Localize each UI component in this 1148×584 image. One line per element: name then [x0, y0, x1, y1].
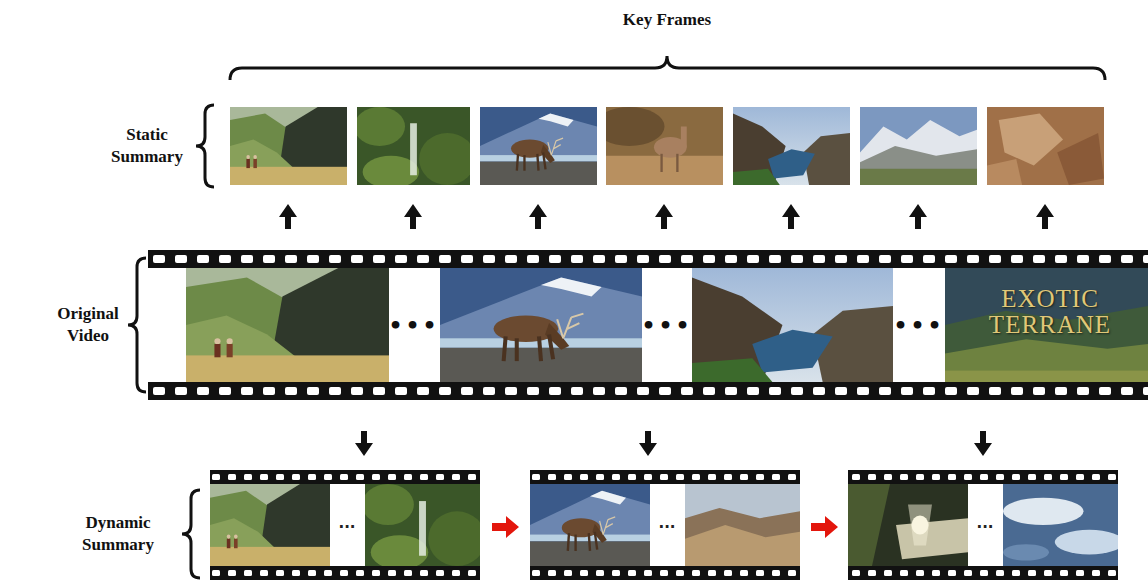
illustration-part — [480, 107, 597, 185]
illustration-part — [860, 107, 977, 185]
illustration-part — [530, 470, 800, 484]
original-film-strip — [148, 250, 1148, 400]
illustration-part — [148, 382, 1148, 400]
illustration-part — [148, 250, 1148, 268]
left-brace — [128, 258, 146, 392]
illustration-part — [594, 107, 723, 185]
illustration-part — [210, 484, 330, 566]
illustration-part — [210, 566, 480, 580]
illustration-part — [148, 268, 1148, 382]
illustration-part — [811, 516, 838, 538]
ellipsis-mark: ••• — [641, 313, 692, 338]
illustration-part — [210, 470, 480, 484]
illustration-part — [848, 470, 1118, 484]
illustration-part — [782, 204, 800, 229]
illustration-part — [440, 268, 642, 382]
ellipsis-mark: ... — [658, 514, 675, 532]
illustration-part — [355, 431, 373, 456]
illustration-part — [530, 484, 800, 566]
up-arrows — [279, 204, 1054, 229]
illustration-part — [692, 268, 893, 382]
illustration-part — [529, 204, 547, 229]
illustration-part — [354, 107, 475, 188]
row-label: Original Video — [42, 303, 134, 347]
illustration-part — [362, 484, 486, 569]
ellipsis-mark: ... — [976, 514, 993, 532]
illustration-part — [848, 566, 1118, 580]
illustration-part — [530, 566, 800, 580]
ellipsis-mark: ••• — [893, 313, 944, 338]
illustration-part — [987, 107, 1104, 185]
illustration-part — [492, 516, 519, 538]
illustration-part — [909, 204, 927, 229]
row-label: Static Summary — [97, 124, 197, 168]
illustration-part — [230, 107, 347, 185]
illustration-part — [1003, 484, 1124, 566]
diagram-heading: Key Frames — [567, 9, 767, 31]
illustration-part — [848, 484, 968, 566]
left-brace — [182, 490, 200, 578]
title-card-text: EXOTIC TERRANE — [965, 286, 1135, 339]
illustration-part — [655, 204, 673, 229]
ellipsis-mark: ... — [338, 514, 355, 532]
key-frames-bracket — [230, 56, 1105, 80]
illustration-part — [639, 431, 657, 456]
illustration-part — [186, 268, 389, 382]
static-thumbnails — [230, 107, 1104, 188]
ellipsis-mark: ••• — [388, 313, 439, 338]
left-brace — [196, 105, 214, 187]
illustration-part — [530, 484, 650, 566]
illustration-part — [685, 484, 800, 566]
illustration-part — [945, 268, 1148, 382]
down-arrows — [355, 431, 992, 456]
illustration-part — [279, 204, 297, 229]
illustration-part — [404, 204, 422, 229]
illustration-part — [733, 107, 850, 185]
dynamic-film-strips — [210, 470, 1124, 580]
row-label: Dynamic Summary — [62, 512, 174, 556]
illustration-part — [974, 431, 992, 456]
illustration-part — [1036, 204, 1054, 229]
